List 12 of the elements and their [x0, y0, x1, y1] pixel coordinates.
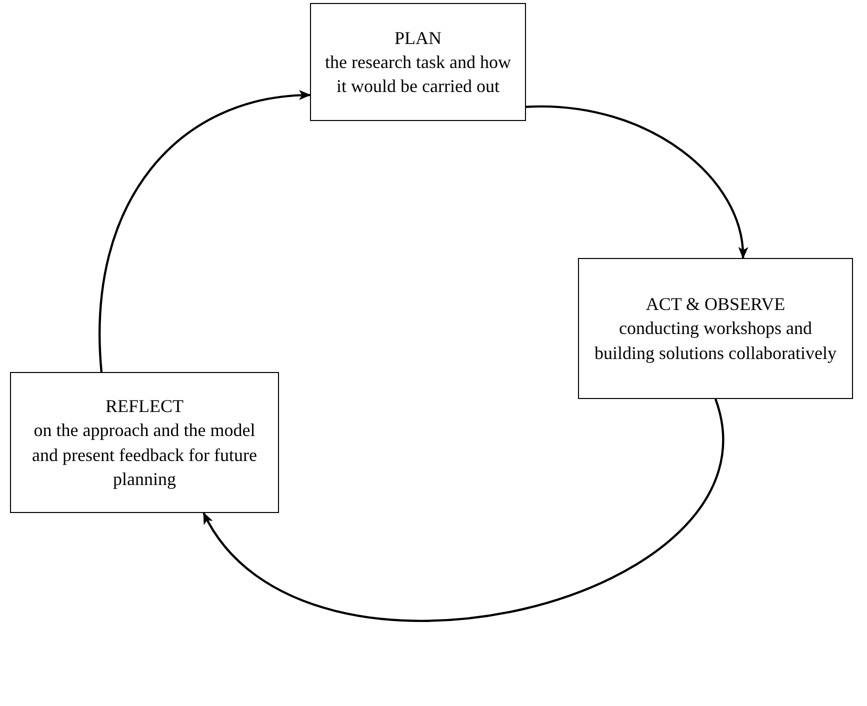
process-box [310, 3, 526, 121]
box-heading: PLAN [394, 26, 442, 50]
box-text: the research task and how it would be carried out [324, 50, 512, 98]
box-heading: REFLECT [105, 394, 184, 418]
process-box [10, 372, 279, 513]
curved-arrow [98, 90, 311, 372]
box-text: conducting workshops and building solutions collaboratively [594, 317, 838, 365]
box-heading: ACT & OBSERVE [646, 293, 786, 316]
curved-arrow [202, 398, 724, 622]
curved-arrow [526, 106, 748, 259]
process-box [578, 258, 853, 399]
box-text: on the approach and the model and present feedback for future planning [31, 419, 258, 491]
